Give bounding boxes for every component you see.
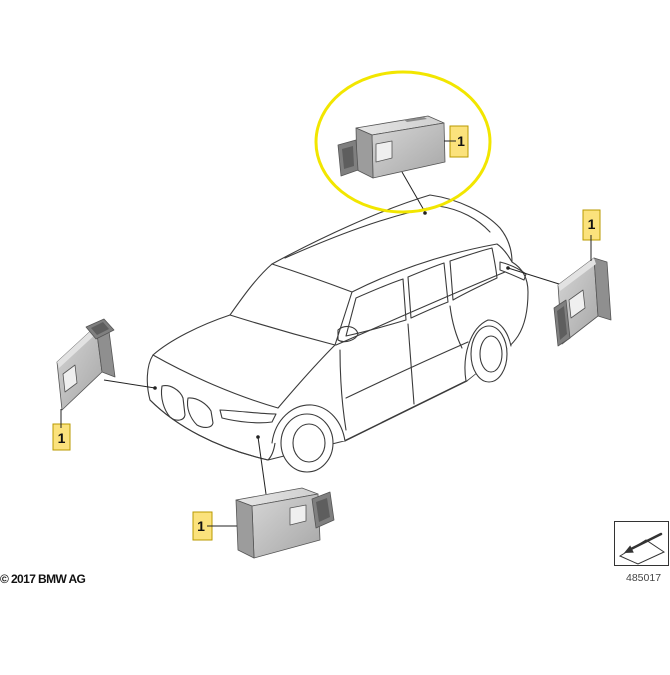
control-module-bottom — [235, 487, 335, 559]
leader-right-module — [507, 267, 560, 285]
car-door-front-edge — [339, 349, 347, 431]
module-label-sticker — [62, 364, 78, 393]
car-window-quarter — [449, 247, 498, 301]
car-front-wheel-rim — [292, 423, 326, 463]
callout-label[interactable]: 1 — [457, 133, 465, 149]
leader-top-module — [401, 171, 426, 213]
callout-top[interactable]: 1 — [444, 125, 469, 158]
module-end-face — [235, 499, 255, 559]
module-top-bevel — [558, 258, 596, 291]
car-door-b-edge — [407, 323, 415, 405]
control-module-top — [337, 115, 446, 179]
module-mount-tab — [404, 117, 427, 122]
module-connector-slot — [557, 306, 567, 340]
callout-left[interactable]: 1 — [52, 409, 71, 451]
callout-right[interactable]: 1 — [582, 209, 601, 261]
car-hood-front-edge — [152, 354, 279, 409]
car-mirror — [337, 325, 359, 343]
module-side-face — [593, 257, 612, 321]
callout-label[interactable]: 1 — [197, 518, 205, 534]
page-arrow-icon — [614, 521, 669, 566]
module-connector-slot — [91, 322, 109, 335]
callout-label[interactable]: 1 — [588, 216, 596, 232]
module-label-sticker — [289, 504, 307, 526]
dot-icon — [153, 386, 157, 390]
dot-icon — [506, 266, 510, 270]
dot-icon — [423, 211, 427, 215]
highlight-ring — [314, 70, 492, 214]
car-headlight — [219, 409, 277, 424]
car-grille-right — [186, 397, 214, 428]
control-module-right — [553, 257, 612, 347]
car-window-rear-door — [407, 262, 449, 319]
car-grille-left — [160, 385, 186, 421]
car-window-front — [345, 278, 407, 337]
car-belt-line — [335, 271, 506, 346]
car-windshield-base — [229, 314, 336, 346]
module-top-bevel — [57, 326, 98, 368]
module-connector-slot — [316, 498, 330, 522]
dot-icon — [256, 435, 260, 439]
car-rear-lamp — [499, 261, 527, 281]
connection-points — [153, 211, 510, 439]
leader-lines — [103, 171, 560, 495]
car-windshield-top — [271, 263, 353, 293]
car-hood-side-edge — [277, 344, 336, 409]
car-rear-wheel-rim — [479, 335, 503, 373]
module-label-sticker — [375, 140, 393, 163]
module-connector-slot — [342, 146, 354, 169]
copyright-notice: © 2017 BMW AG — [0, 572, 86, 586]
diagram-number: 485017 — [626, 572, 661, 584]
control-module-left — [56, 318, 116, 411]
leader-left-module — [103, 379, 156, 389]
callout-label[interactable]: 1 — [58, 430, 66, 446]
car-sill-line — [344, 380, 468, 442]
car-drawing — [146, 194, 529, 473]
module-label-sticker — [568, 289, 586, 319]
car-side-character-line — [345, 341, 469, 399]
leader-bottom-module — [257, 436, 267, 495]
car-roof-near-edge — [351, 243, 513, 293]
module-end-face — [355, 127, 374, 179]
callout-bottom[interactable]: 1 — [192, 511, 237, 541]
